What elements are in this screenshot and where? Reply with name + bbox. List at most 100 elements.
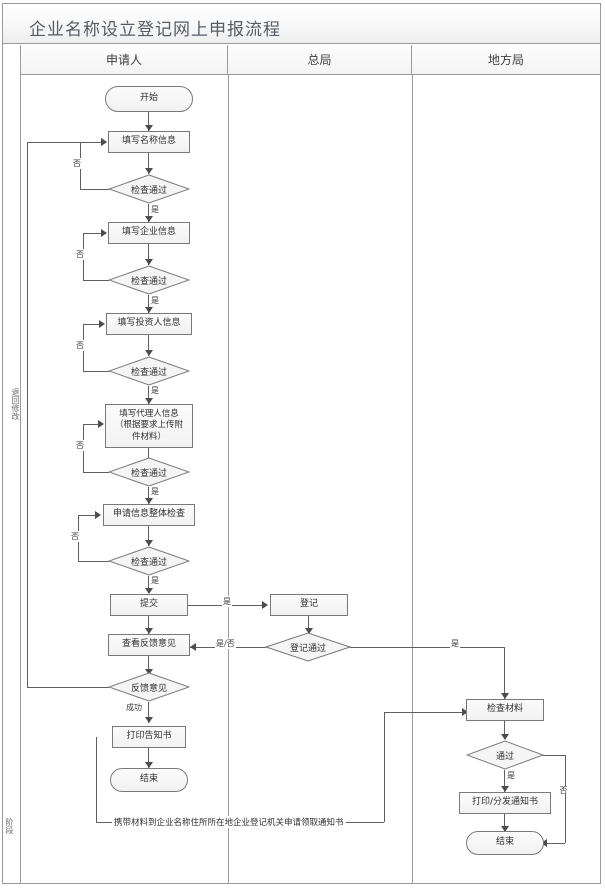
- arrowhead-down-2: [145, 168, 153, 174]
- node-pass[interactable]: [466, 740, 544, 770]
- node-end-local[interactable]: 结束: [466, 831, 544, 855]
- edge-label-yes-4: 是: [150, 486, 160, 497]
- arrowhead-down-15: [145, 762, 153, 768]
- agent-line-1: 填写代理人信息: [119, 408, 179, 419]
- node-check-pass-3[interactable]: [108, 356, 190, 386]
- arrowhead-down-7: [145, 398, 153, 404]
- arrowhead-down-18: [501, 734, 509, 740]
- node-register-pass-label: 登记通过: [289, 643, 326, 654]
- node-check-pass-2[interactable]: [108, 265, 190, 295]
- node-fill-investor-info[interactable]: 填写投资人信息: [106, 313, 192, 335]
- node-start[interactable]: 开始: [105, 86, 193, 112]
- edge-fillent-to-check2: [148, 244, 149, 265]
- arrowhead-down-1: [145, 125, 153, 131]
- node-fill-name-info[interactable]: 填写名称信息: [108, 131, 190, 153]
- edge-label-no-4: 否: [75, 440, 85, 451]
- node-check-pass-4-label: 检查通过: [130, 468, 167, 479]
- arrowhead-right-6: [262, 601, 268, 609]
- edge-bottomnote-h-top: [384, 712, 464, 713]
- lane-header-head-bureau: 总局: [228, 45, 412, 75]
- edge-checkmat-to-pass: [504, 721, 505, 739]
- arrowhead-down-6: [145, 350, 153, 356]
- edge-check5-no-h2: [78, 515, 97, 516]
- arrowhead-right-5: [95, 511, 101, 519]
- node-check-pass-5-label: 检查通过: [130, 557, 167, 568]
- node-check-materials[interactable]: 检查材料: [466, 699, 544, 721]
- node-check-pass-4[interactable]: [108, 457, 190, 487]
- page-title: 企业名称设立登记网上申报流程: [29, 20, 281, 40]
- return-modify-label: 退回修改: [11, 388, 20, 420]
- edge-label-no-1: 否: [72, 158, 82, 169]
- node-fill-agent-info[interactable]: 填写代理人信息 （根据要求上传附 件材料）: [105, 404, 193, 448]
- edge-label-yes-1: 是: [150, 204, 160, 215]
- lane-header-applicant: 申请人: [21, 45, 228, 75]
- edge-label-feedback-success: 成功: [125, 702, 143, 713]
- edge-check1-no-h: [80, 189, 109, 190]
- node-print-dispatch-notice[interactable]: 打印/分发通知书: [459, 792, 551, 814]
- edge-label-no-5: 否: [70, 531, 80, 542]
- edge-bottomnote-v-left: [96, 737, 97, 822]
- edge-check2-yes-v: [148, 295, 149, 313]
- node-check-pass-5[interactable]: [108, 546, 190, 576]
- node-submit[interactable]: 提交: [110, 594, 188, 616]
- edge-check3-yes-v: [148, 386, 149, 404]
- edge-label-submit-yes: 是: [222, 596, 232, 607]
- arrowhead-down-16: [305, 628, 313, 634]
- edge-check4-no-h2: [83, 424, 100, 425]
- edge-label-no-2: 否: [75, 249, 85, 260]
- edge-registerpass-yes-v: [504, 647, 505, 699]
- arrowhead-down-5: [145, 307, 153, 313]
- node-overall-check[interactable]: 申请信息整体检查: [103, 504, 195, 526]
- arrowhead-right-return: [101, 138, 107, 146]
- arrowhead-down-4: [145, 259, 153, 265]
- node-pass-label: 通过: [495, 751, 514, 762]
- arrowhead-right-3: [99, 320, 105, 328]
- arrowhead-down-3: [145, 216, 153, 222]
- arrowhead-left-1: [190, 643, 196, 651]
- arrowhead-down-13: [145, 669, 153, 675]
- arrowhead-down-11: [145, 588, 153, 594]
- node-register[interactable]: 登记: [270, 594, 348, 616]
- arrowhead-right-2: [101, 229, 107, 237]
- edge-check4-yes-v: [148, 487, 149, 504]
- edge-viewfeedback-to-opinion: [148, 656, 149, 674]
- stage-strip: [3, 45, 21, 883]
- node-check-pass-1-label: 检查通过: [130, 185, 167, 196]
- arrowhead-down-19: [501, 786, 509, 792]
- node-check-pass-3-label: 检查通过: [130, 367, 167, 378]
- edge-label-registerpass-yes: 是: [450, 638, 460, 649]
- edge-check1-yes-v: [148, 204, 149, 222]
- edge-bottomnote-v-right: [384, 712, 385, 822]
- edge-printdispatch-to-end: [504, 814, 505, 831]
- arrowhead-down-14: [145, 717, 153, 723]
- edge-fillname-to-check1: [148, 153, 149, 174]
- edge-label-no-3: 否: [75, 340, 85, 351]
- arrowhead-down-20: [501, 826, 509, 832]
- arrowhead-left-2: [541, 839, 547, 847]
- edge-pass-no-h: [543, 755, 565, 756]
- arrowhead-down-10: [145, 540, 153, 546]
- arrowhead-down-12: [145, 628, 153, 634]
- edge-check3-no-h: [83, 371, 109, 372]
- node-print-notice[interactable]: 打印告知书: [112, 726, 186, 748]
- arrowhead-down-9: [145, 498, 153, 504]
- edge-registerpass-yes-h: [350, 647, 504, 648]
- edge-return-h-top: [27, 142, 103, 143]
- edge-label-yes-5: 是: [150, 575, 160, 586]
- edge-fillinv-to-check3: [148, 335, 149, 356]
- edge-check2-no-h2: [83, 233, 103, 234]
- edge-start-to-fillname: [148, 112, 149, 131]
- node-feedback-opinion[interactable]: [108, 672, 190, 702]
- node-fill-enterprise-info[interactable]: 填写企业信息: [108, 222, 190, 244]
- node-check-pass-1[interactable]: [108, 174, 190, 204]
- edge-check2-no-h: [83, 280, 109, 281]
- edge-pass-no-h2: [545, 843, 565, 844]
- arrowhead-right-bottomnote: [462, 708, 468, 716]
- node-end-applicant[interactable]: 结束: [110, 768, 188, 792]
- node-view-feedback[interactable]: 查看反馈意见: [108, 634, 190, 656]
- edge-check5-no-h: [78, 561, 109, 562]
- edge-label-register-yes-no: 是/否: [215, 638, 236, 649]
- node-register-pass[interactable]: [265, 632, 351, 662]
- edge-return-h-bottom: [27, 687, 109, 688]
